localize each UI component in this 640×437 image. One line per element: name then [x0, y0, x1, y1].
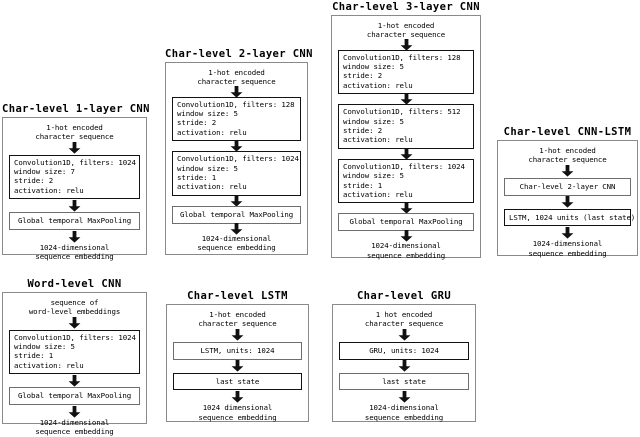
flow-arrow-down-icon: [173, 329, 302, 342]
flow-arrow-down-icon: [173, 360, 302, 373]
flow-box: LSTM, units: 1024: [173, 341, 302, 360]
flow-arrow-down-icon: [339, 360, 469, 373]
flow-arrow-down-icon: [9, 374, 140, 387]
flow-label: 1024-dimensional sequence embedding: [364, 403, 444, 422]
flow-arrow-down-icon: [338, 38, 474, 51]
flow-arrow-down-icon: [504, 226, 631, 239]
panel-title-char-3-layer-cnn: Char-level 3-layer CNN: [332, 1, 480, 13]
flow-box: GRU, units: 1024: [339, 341, 469, 360]
panel-title-char-2-layer-cnn: Char-level 2-layer CNN: [165, 48, 313, 60]
flow-box: Convolution1D, filters: 1024 window size…: [338, 158, 474, 204]
flow-arrow-down-icon: [9, 199, 140, 212]
flow-label: 1-hot encoded character sequence: [366, 21, 446, 40]
flow-label: 1024-dimensional sequence embedding: [35, 243, 114, 262]
flow-box: Convolution1D, filters: 512 window size:…: [338, 104, 474, 149]
panel-char-2-layer-cnn: Char-level 2-layer CNN 1-hot encoded char…: [165, 48, 313, 255]
flow-arrow-down-icon: [173, 390, 302, 403]
flow-arrow-down-icon: [9, 230, 140, 243]
flow-label: 1024-dimensional sequence embedding: [35, 418, 114, 437]
flow-box: Convolution1D, filters: 128 window size:…: [338, 49, 474, 95]
flow-box: Global temporal MaxPooling: [9, 387, 140, 406]
panel-char-1-layer-cnn: Char-level 1-layer CNN 1-hot encoded char…: [2, 103, 150, 261]
panel-title-char-1-layer-cnn: Char-level 1-layer CNN: [2, 103, 150, 115]
flow-arrow-down-icon: [9, 317, 140, 330]
flow-box: Convolution1D, filters: 1024 window size…: [9, 329, 140, 375]
flow-arrow-down-icon: [172, 222, 301, 235]
flow-box: LSTM, 1024 units (last state): [504, 208, 635, 227]
panel-title-char-gru: Char-level GRU: [356, 290, 452, 302]
flow-arrow-down-icon: [504, 196, 631, 209]
panel-title-char-lstm: Char-level LSTM: [187, 290, 288, 302]
flow-arrow-down-icon: [338, 202, 474, 215]
flow-box: Convolution1D, filters: 1024 window size…: [9, 154, 140, 200]
flow-box: Global temporal MaxPooling: [172, 205, 301, 224]
flow-arrow-down-icon: [172, 140, 301, 152]
flow-arrow-down-icon: [504, 165, 631, 178]
flow-box: Convolution1D, filters: 1024 window size…: [172, 151, 301, 196]
flow-arrow-down-icon: [338, 230, 474, 242]
flow-label: 1 hot encoded character sequence: [364, 310, 444, 329]
flow-arrow-down-icon: [9, 142, 140, 155]
panel-char-cnn-lstm: Char-level CNN-LSTM 1-hot encoded charact…: [497, 126, 638, 258]
flow-arrow-down-icon: [338, 93, 474, 105]
flow-label: sequence of word-level embeddings: [28, 298, 121, 317]
flow-label: 1024-dimensional sequence embedding: [366, 241, 446, 260]
panel-char-lstm: Char-level LSTM 1-hot encoded character s…: [166, 290, 309, 422]
flow-label: 1-hot encoded character sequence: [197, 68, 276, 87]
flow-label: 1-hot encoded character sequence: [198, 310, 277, 329]
flow-box: Convolution1D, filters: 128 window size:…: [172, 96, 301, 142]
flow-box: Char-level 2-layer CNN: [504, 177, 631, 196]
flow-arrow-down-icon: [338, 147, 474, 160]
flow-label: 1-hot encoded character sequence: [528, 146, 607, 165]
flow-box: last state: [173, 372, 302, 391]
flow-arrow-down-icon: [9, 405, 140, 418]
flow-label: 1024-dimensional sequence embedding: [197, 233, 276, 253]
flow-box: Global temporal MaxPooling: [338, 213, 474, 232]
panel-word-level-cnn: Word-level CNN sequence of word-level emb…: [2, 278, 147, 436]
flow-arrow-down-icon: [172, 194, 301, 207]
flow-label: 1-hot encoded character sequence: [35, 123, 114, 142]
flow-arrow-down-icon: [172, 85, 301, 98]
flow-arrow-down-icon: [339, 329, 469, 342]
panel-title-word-level-cnn: Word-level CNN: [27, 278, 122, 290]
panel-char-3-layer-cnn: Char-level 3-layer CNN 1-hot encoded char…: [331, 1, 481, 260]
flow-box: Global temporal MaxPooling: [9, 212, 140, 231]
panel-title-char-cnn-lstm: Char-level CNN-LSTM: [503, 126, 632, 138]
panel-char-gru: Char-level GRU 1 hot encoded character se…: [332, 290, 476, 422]
flow-box: last state: [339, 372, 469, 391]
flow-label: 1024-dimensional sequence embedding: [528, 239, 607, 258]
flow-label: 1024 dimensional sequence embedding: [198, 403, 277, 422]
flow-arrow-down-icon: [339, 390, 469, 403]
